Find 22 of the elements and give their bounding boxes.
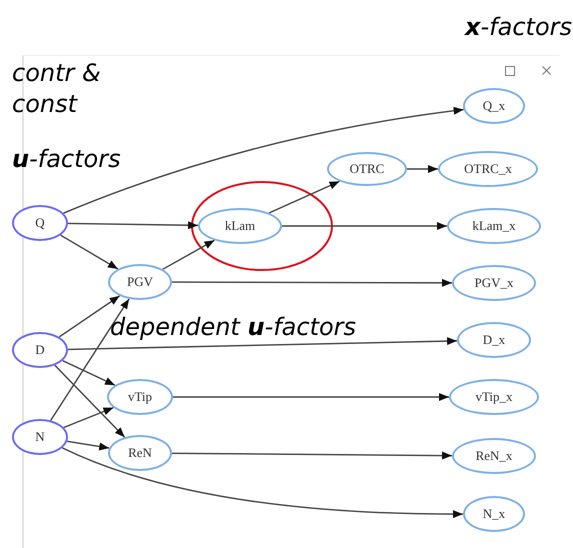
arrow — [172, 278, 452, 287]
arrow — [68, 221, 198, 230]
arrow — [54, 364, 126, 438]
arrow — [282, 222, 447, 230]
arrow — [50, 298, 130, 421]
arrow — [60, 234, 118, 270]
arrow — [268, 180, 340, 214]
annotation-text: x-factors — [463, 12, 572, 43]
annotation-text: u-factors — [12, 144, 122, 175]
arrow — [67, 440, 110, 450]
arrow — [62, 447, 463, 518]
arrow — [62, 360, 116, 386]
arrow — [58, 295, 120, 338]
arrow — [68, 337, 458, 350]
arrow — [64, 407, 114, 428]
arrow — [173, 393, 449, 401]
arrow — [172, 452, 452, 460]
arrow — [63, 106, 464, 214]
arrow — [407, 165, 438, 173]
arrow — [162, 240, 215, 270]
annotation-text: contr & const — [12, 58, 102, 120]
annotation-text: dependent u-factors — [110, 312, 358, 343]
